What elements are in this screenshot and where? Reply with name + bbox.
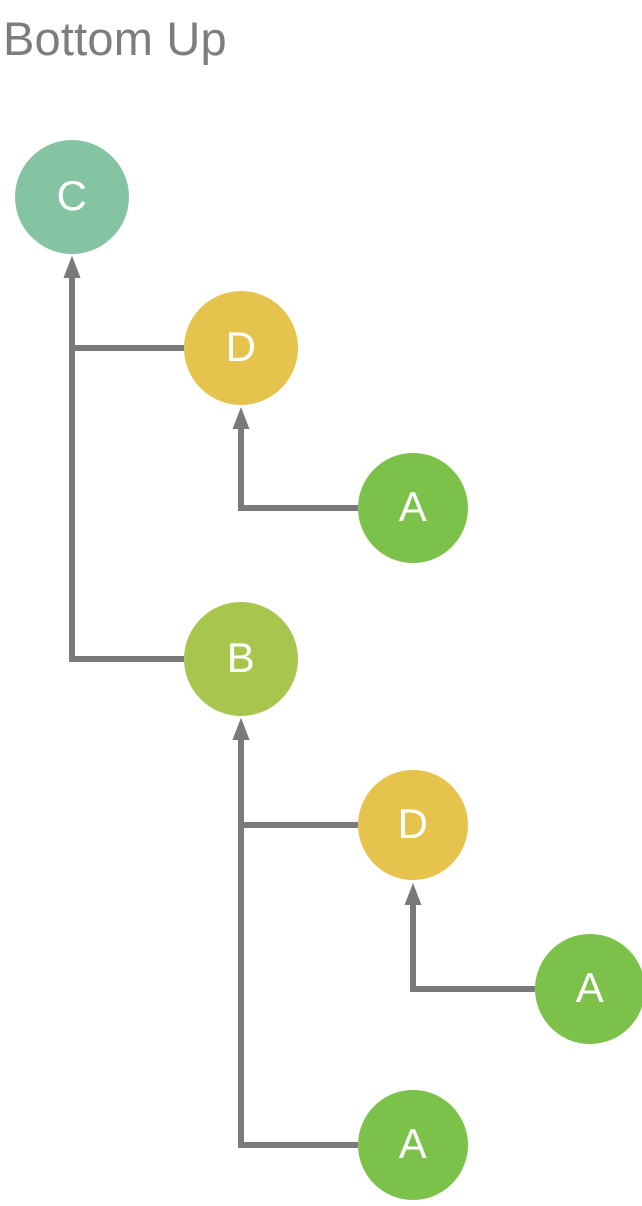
edge-n2-to-n1	[63, 256, 184, 351]
node-c-1[interactable]: C	[15, 140, 129, 254]
node-a-6[interactable]: A	[535, 934, 642, 1044]
edge-arrowhead-icon	[232, 407, 250, 429]
node-label: A	[398, 1120, 428, 1167]
edge-arrowhead-icon	[63, 256, 81, 278]
node-d-5[interactable]: D	[358, 770, 468, 880]
node-label: D	[225, 323, 257, 370]
page-title: Bottom Up	[3, 12, 227, 65]
edge-arrowhead-icon	[232, 718, 250, 740]
edge-arrowhead-icon	[404, 883, 422, 905]
node-label: C	[56, 172, 88, 219]
node-label: B	[226, 634, 256, 681]
node-d-2[interactable]: D	[184, 291, 298, 405]
node-a-3[interactable]: A	[358, 453, 468, 563]
edge-n4-to-n1	[63, 256, 184, 662]
edge-n7-to-n4	[232, 718, 358, 1148]
node-b-4[interactable]: B	[184, 602, 298, 716]
node-label: A	[575, 964, 605, 1011]
edge-n5-to-n4	[232, 718, 358, 828]
edge-n6-to-n5	[404, 883, 535, 992]
edge-n3-to-n2	[232, 407, 358, 511]
node-label: D	[397, 800, 429, 847]
node-a-7[interactable]: A	[358, 1090, 468, 1200]
node-label: A	[398, 483, 428, 530]
